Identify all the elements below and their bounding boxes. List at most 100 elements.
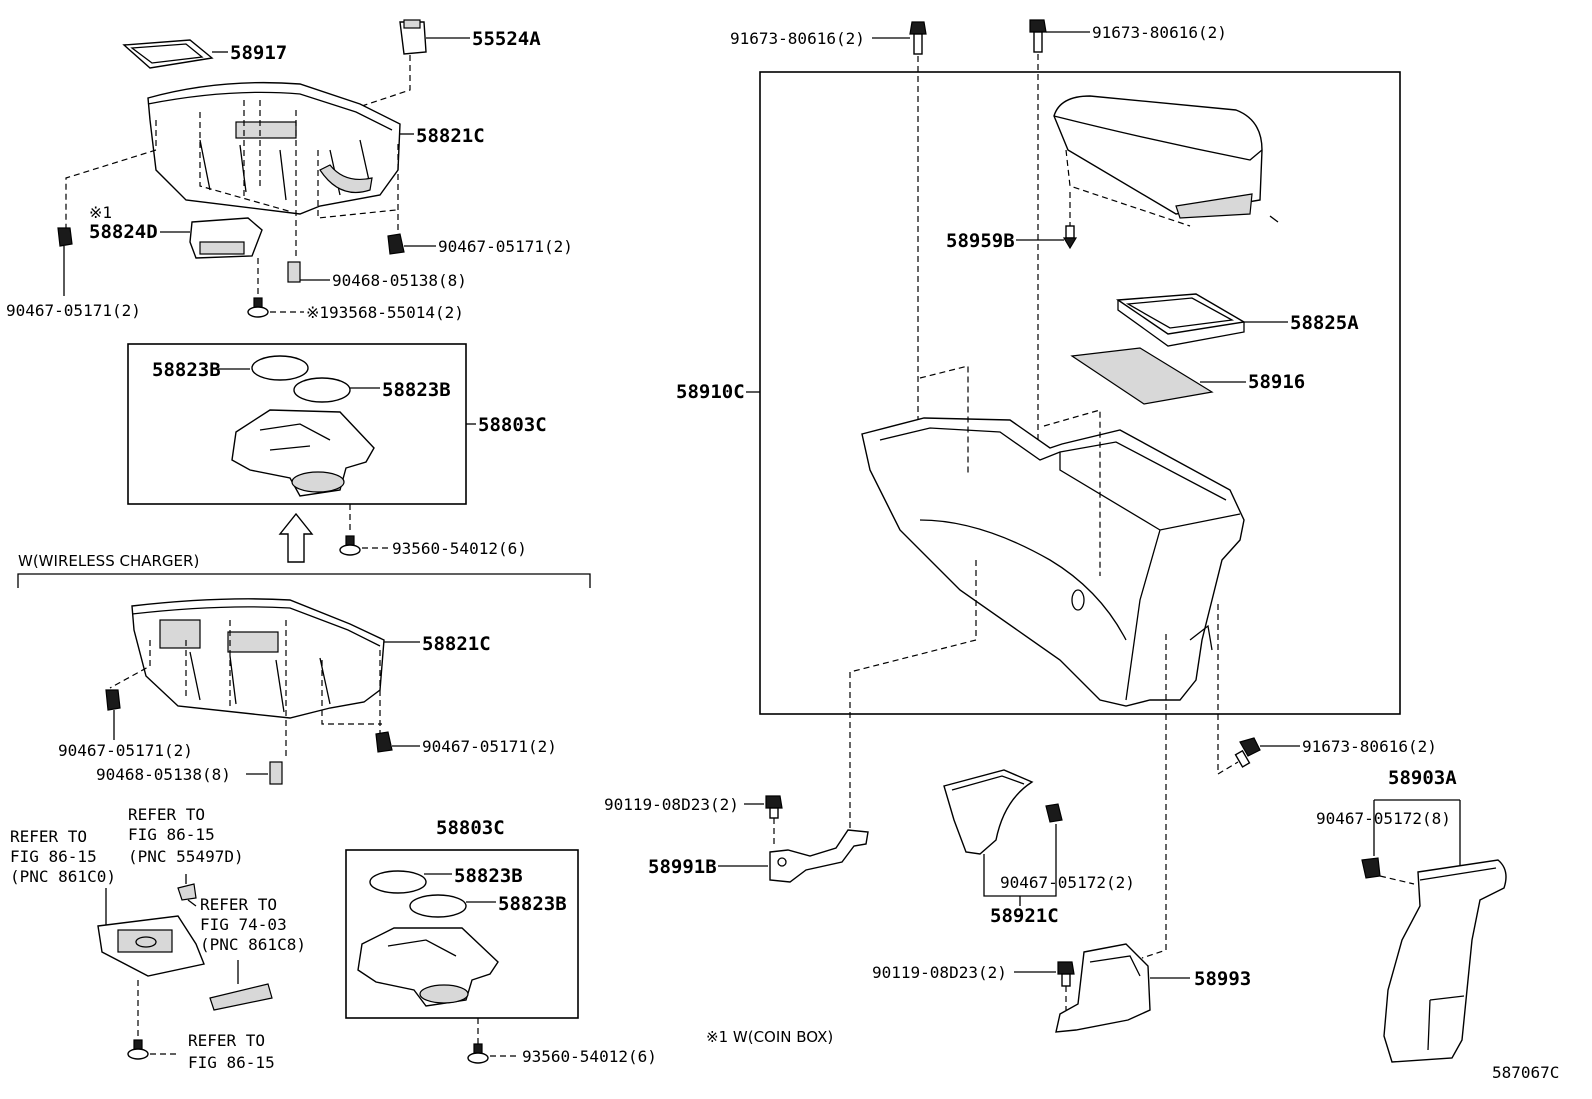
clip-90468-b <box>269 761 283 785</box>
svg-text:FIG 86-15: FIG 86-15 <box>10 847 97 866</box>
armrest-lid <box>1053 95 1263 219</box>
label-58823B-c: 58823B <box>454 865 523 887</box>
refer-note-a: REFER TO FIG 86-15 (PNC 55497D) <box>128 805 244 866</box>
label-58803C-b: 58803C <box>436 817 505 839</box>
label-93560-54012-b: 93560-54012(6) <box>522 1047 657 1066</box>
bolt-91673-c <box>1234 737 1261 768</box>
bolt-91673-b <box>1029 19 1047 53</box>
panel-58821C-mid <box>131 598 385 719</box>
refer-note-b: REFER TO FIG 86-15 (PNC 861C0) <box>10 827 116 886</box>
screw-93568 <box>247 297 269 318</box>
sheet-part <box>209 983 273 1011</box>
label-58824D: 58824D <box>89 221 158 243</box>
screw-refer-d <box>127 1039 149 1060</box>
svg-text:FIG 86-15: FIG 86-15 <box>128 825 215 844</box>
label-58823B-b: 58823B <box>382 379 451 401</box>
bracket-58991B <box>769 829 869 883</box>
label-91673-80616-b: 91673-80616(2) <box>1092 23 1227 42</box>
label-90467-05171-b: 90467-05171(2) <box>438 237 573 256</box>
box-58910C <box>759 71 1401 715</box>
switch-55524A <box>399 19 427 55</box>
svg-text:REFER TO: REFER TO <box>200 895 277 914</box>
bracket-58993 <box>1055 943 1151 1033</box>
clip-90467-05172-b <box>1361 857 1381 879</box>
label-91673-80616-a: 91673-80616(2) <box>730 29 865 48</box>
label-90467-05171-a: 90467-05171(2) <box>6 301 141 320</box>
label-58921C: 58921C <box>990 905 1059 927</box>
bolt-90119-b <box>1057 961 1075 987</box>
bolt-90119-a <box>765 795 783 819</box>
box-58803C-b <box>345 849 579 1019</box>
label-58803C-a: 58803C <box>478 414 547 436</box>
label-93560-54012-a: 93560-54012(6) <box>392 539 527 558</box>
label-58991B: 58991B <box>648 856 717 878</box>
label-58823B-a: 58823B <box>152 359 221 381</box>
label-90467-05172-b: 90467-05172(8) <box>1316 809 1451 828</box>
bolt-91673-a <box>909 21 927 55</box>
coin-box-58824D <box>189 217 263 259</box>
ring-58823B-b <box>293 377 351 403</box>
label-58823B-d: 58823B <box>498 893 567 915</box>
label-91673-80616-c: 91673-80616(2) <box>1302 737 1437 756</box>
svg-text:REFER TO: REFER TO <box>10 827 87 846</box>
pad-58917 <box>122 39 214 69</box>
screw-58959B <box>1062 225 1078 250</box>
label-58916: 58916 <box>1248 371 1305 393</box>
panel-58821C-top <box>147 81 401 215</box>
tray-58825A <box>1115 293 1247 347</box>
coin-box-note: ※1 W(COIN BOX) <box>706 1028 833 1046</box>
label-58821C-mid: 58821C <box>422 633 491 655</box>
screw-93560-a <box>339 535 361 556</box>
refer-note-d: REFER TO FIG 86-15 <box>188 1031 275 1072</box>
svg-text:REFER TO: REFER TO <box>128 805 205 824</box>
console-body-58910C <box>861 417 1245 707</box>
label-58821C-top: 58821C <box>416 125 485 147</box>
svg-text:(PNC 55497D): (PNC 55497D) <box>128 847 244 866</box>
label-93568-55014: ※193568-55014(2) <box>306 303 464 322</box>
label-58993: 58993 <box>1194 968 1251 990</box>
label-90468-05138-a: 90468-05138(8) <box>332 271 467 290</box>
mat-58916 <box>1070 347 1214 405</box>
svg-text:FIG 74-03: FIG 74-03 <box>200 915 287 934</box>
label-58959B: 58959B <box>946 230 1015 252</box>
cupholder-58803C-b <box>357 927 499 1007</box>
wireless-charger-part <box>97 915 205 977</box>
screw-93560-b <box>467 1043 489 1064</box>
label-90467-05171-c: 90467-05171(2) <box>58 741 193 760</box>
clip-90467-d <box>375 731 393 753</box>
connector-part <box>177 883 197 901</box>
label-58917: 58917 <box>230 42 287 64</box>
label-90468-05138-b: 90468-05138(8) <box>96 765 231 784</box>
label-90467-05172-a: 90467-05172(2) <box>1000 873 1135 892</box>
note1-mark: ※1 <box>89 203 112 222</box>
ring-58823B-d <box>409 894 467 918</box>
label-58903A: 58903A <box>1388 767 1457 789</box>
ring-58823B-c <box>369 870 427 894</box>
svg-text:FIG 86-15: FIG 86-15 <box>188 1053 275 1072</box>
clip-90467-a <box>57 227 73 247</box>
label-55524A: 55524A <box>472 28 541 50</box>
svg-text:(PNC 861C8): (PNC 861C8) <box>200 935 306 954</box>
wireless-bracket <box>17 573 591 588</box>
side-cover-58903A <box>1383 859 1507 1063</box>
clip-90467-b <box>387 233 405 255</box>
label-90467-05171-d: 90467-05171(2) <box>422 737 557 756</box>
cover-58921C <box>943 769 1034 855</box>
figure-id: 587067C <box>1492 1063 1559 1082</box>
label-58910C: 58910C <box>676 381 745 403</box>
svg-text:REFER TO: REFER TO <box>188 1031 265 1050</box>
label-90119-08D23-b: 90119-08D23(2) <box>872 963 1007 982</box>
clip-90467-05172-a <box>1045 803 1063 823</box>
clip-90468-a <box>287 261 301 283</box>
clip-90467-c <box>105 689 121 711</box>
label-58825A: 58825A <box>1290 312 1359 334</box>
wireless-header: W(WIRELESS CHARGER) <box>18 552 199 570</box>
label-90119-08D23-a: 90119-08D23(2) <box>604 795 739 814</box>
ring-58823B-a <box>251 355 309 381</box>
svg-text:(PNC 861C0): (PNC 861C0) <box>10 867 116 886</box>
arrow-up-icon <box>278 512 314 563</box>
refer-note-c: REFER TO FIG 74-03 (PNC 861C8) <box>200 895 306 954</box>
cupholder-58803C-a <box>231 409 375 497</box>
